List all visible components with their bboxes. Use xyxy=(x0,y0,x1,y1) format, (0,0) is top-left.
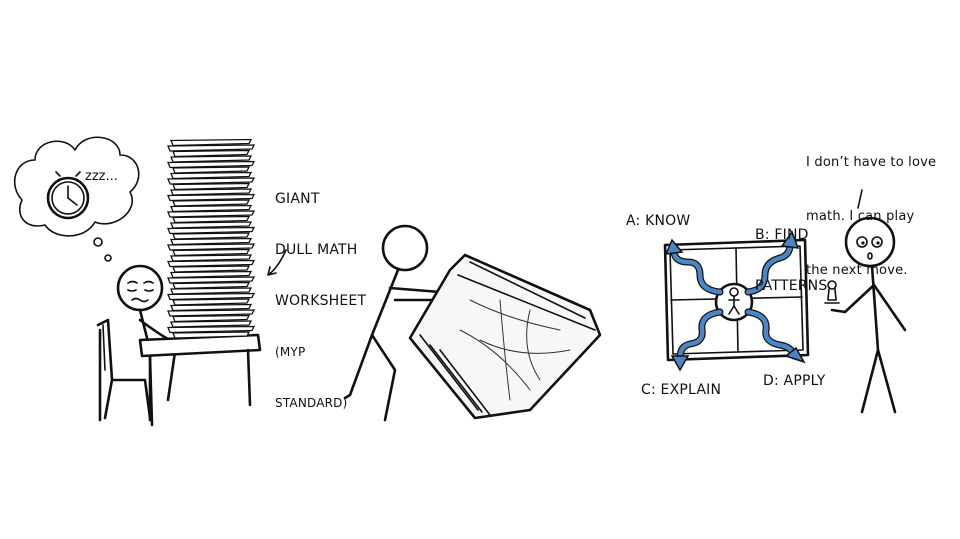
paper-sheet xyxy=(172,265,251,273)
paper-sheet xyxy=(170,204,253,213)
paper-sheet xyxy=(172,182,251,191)
speech-text: I don’t have to love math. I can play th… xyxy=(806,118,936,298)
paper-sheet xyxy=(170,320,253,328)
worksheet-label-line-3: WORKSHEET xyxy=(275,293,367,309)
worksheet-label-line-2: DULL MATH xyxy=(275,242,358,258)
worksheet-label-line-5: STANDARD) xyxy=(275,396,348,410)
paper-sheet xyxy=(167,243,256,251)
thinking-figure xyxy=(830,189,907,414)
paper-sheet xyxy=(167,226,256,235)
label-arrow xyxy=(267,249,287,276)
criterion-b-label: B: FIND PATTERNS xyxy=(755,193,827,312)
paper-sheet xyxy=(170,303,253,312)
speech-line-2: math. I can play xyxy=(806,209,915,224)
paper-sheet xyxy=(170,155,253,163)
criterion-a-label: A: KNOW xyxy=(626,213,691,229)
paper-sheet xyxy=(167,309,256,317)
paper-sheet xyxy=(172,232,251,240)
pushing-figure xyxy=(343,224,472,422)
paper-sheet xyxy=(172,298,251,306)
worksheet-label-line-1: GIANT xyxy=(275,191,320,207)
paper-sheet xyxy=(170,270,253,279)
crumpled-worksheet xyxy=(408,253,602,420)
paper-sheet xyxy=(170,237,253,246)
paper-sheet xyxy=(172,149,251,158)
paper-sheet xyxy=(170,287,253,295)
paper-sheet xyxy=(167,160,256,169)
snore-text: zzz... xyxy=(85,169,118,184)
sleepy-student xyxy=(116,264,177,422)
paper-sheet xyxy=(172,248,251,257)
paper-sheet xyxy=(167,177,256,185)
paper-sheet xyxy=(172,215,251,224)
criteria-board xyxy=(663,238,810,362)
paper-sheet xyxy=(167,210,256,218)
criterion-b-line-2: PATTERNS xyxy=(755,278,828,294)
worksheet-label: GIANT DULL MATH WORKSHEET (MYP STANDARD) xyxy=(275,157,366,429)
criterion-c-label: C: EXPLAIN xyxy=(641,382,722,398)
paper-sheet xyxy=(167,259,256,268)
paper-sheet xyxy=(172,199,251,207)
paper-sheet xyxy=(170,221,253,229)
paper-sheet xyxy=(170,138,253,147)
blue-arrows xyxy=(664,230,806,372)
speech-line-1: I don’t have to love xyxy=(806,155,937,170)
paper-sheet xyxy=(167,276,256,284)
paper-sheet xyxy=(167,144,256,152)
paper-sheet xyxy=(170,171,253,180)
speech-line-3: the next move. xyxy=(806,263,908,278)
desk xyxy=(138,333,262,427)
paper-sheet xyxy=(170,188,253,196)
paper-sheet xyxy=(170,254,253,262)
criterion-d-label: D: APPLY xyxy=(763,373,826,389)
clock-icon xyxy=(46,171,90,220)
chair xyxy=(96,318,152,422)
paper-sheet xyxy=(172,281,251,290)
chess-piece-icon xyxy=(824,280,840,304)
paper-stack xyxy=(167,138,256,339)
paper-sheet xyxy=(172,166,251,174)
paper-sheet xyxy=(172,331,251,339)
thought-bubble xyxy=(13,136,140,262)
criterion-b-line-1: B: FIND xyxy=(755,227,809,243)
paper-sheet xyxy=(172,314,251,323)
paper-sheet xyxy=(167,325,256,334)
paper-sheet xyxy=(167,193,256,202)
worksheet-label-line-4: (MYP xyxy=(275,345,306,359)
paper-sheet xyxy=(167,292,256,301)
